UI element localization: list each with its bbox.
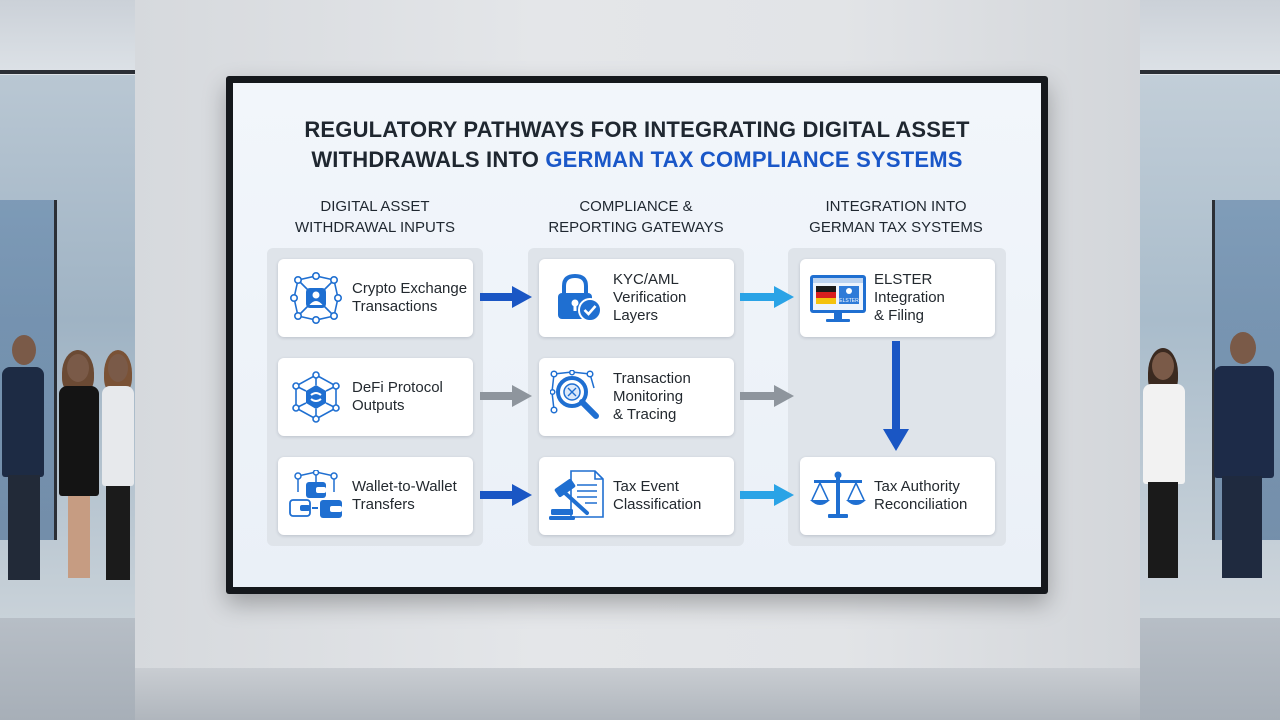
card-defi-protocol-outputs: DeFi Protocol Outputs [278,358,473,436]
column-heading-inputs: DIGITAL ASSET WITHDRAWAL INPUTS [295,198,455,236]
arrow-right-icon [740,286,794,308]
card-crypto-exchange-transactions: Crypto Exchange Transactions [278,259,473,337]
padlock-check-icon [547,268,607,328]
title-line-2-prefix: WITHDRAWALS INTO [311,147,546,172]
card-label: Wallet-to-Wallet Transfers [352,478,457,513]
gavel-document-icon [547,466,607,526]
arrow-right-icon [480,385,532,407]
card-label: Transaction Monitoring & Tracing [613,370,691,423]
person-silhouette [0,335,48,585]
wall-base [135,668,1140,720]
card-tax-event-classification: Tax Event Classification [539,457,734,535]
network-user-icon [286,268,346,328]
window-frame [1140,70,1280,74]
person-silhouette [56,350,102,585]
card-transaction-monitoring-tracing: Transaction Monitoring & Tracing [539,358,734,436]
card-label: KYC/AML Verification Layers [613,271,687,324]
person-silhouette [1208,332,1280,582]
card-label: DeFi Protocol Outputs [352,379,443,414]
magnifier-network-icon [547,367,607,427]
display-screen: REGULATORY PATHWAYS FOR INTEGRATING DIGI… [233,83,1041,587]
defi-network-icon [286,367,346,427]
window-frame [0,70,135,74]
window-frame [1212,200,1215,540]
arrow-right-icon [480,484,532,506]
card-elster-integration-filing: ELSTER ELSTER Integration & Filing [800,259,995,337]
card-label: ELSTER Integration & Filing [874,271,945,324]
title-line-2: WITHDRAWALS INTO GERMAN TAX COMPLIANCE S… [233,145,1041,175]
monitor-badge-text: ELSTER [839,298,859,304]
column-heading-integration: INTEGRATION INTO GERMAN TAX SYSTEMS [809,198,983,236]
title-highlight: GERMAN TAX COMPLIANCE SYSTEMS [545,147,963,172]
card-wallet-to-wallet-transfers: Wallet-to-Wallet Transfers [278,457,473,535]
arrow-down-icon [883,341,909,451]
card-label: Tax Event Classification [613,478,702,513]
wallet-network-icon [286,466,346,526]
arrow-right-icon [740,484,794,506]
scales-icon [808,466,868,526]
person-silhouette [100,350,136,585]
card-tax-authority-reconciliation: Tax Authority Reconciliation [800,457,995,535]
diagram-title: REGULATORY PATHWAYS FOR INTEGRATING DIGI… [233,115,1041,175]
person-silhouette [1140,348,1188,583]
arrow-right-icon [740,385,794,407]
window-frame [54,200,57,540]
title-line-1: REGULATORY PATHWAYS FOR INTEGRATING DIGI… [304,117,970,142]
monitor-flag-icon: ELSTER [808,268,868,328]
column-heading-gateways: COMPLIANCE & REPORTING GATEWAYS [548,198,724,236]
card-label: Crypto Exchange Transactions [352,280,468,315]
card-label: Tax Authority Reconciliation [874,478,968,513]
arrow-right-icon [480,286,532,308]
card-kyc-aml-verification-layers: KYC/AML Verification Layers [539,259,734,337]
